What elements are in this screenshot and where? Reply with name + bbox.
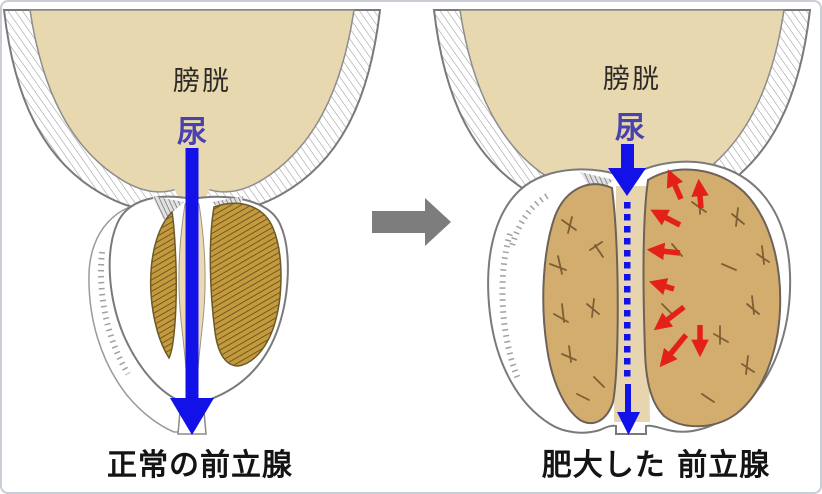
wide-down-arrow-icon [170,148,214,435]
bladder-neck-muscle-left [152,196,184,220]
prostate-right-lobe-enlarged [642,168,782,428]
urine-label: 尿 [177,115,207,150]
urethra-narrowed [614,186,650,422]
right-arrow-icon [372,198,451,246]
panel-caption-enlarged: 肥大した 前立腺 [542,448,770,483]
normal-prostate-panel: 膀胱 尿 正常の前立腺 [2,9,382,483]
panel-caption-normal: 正常の前立腺 [107,448,293,483]
bladder-neck-muscle-left [580,172,614,194]
red-compression-arrow-icons [646,169,709,368]
dotted-restricted-down-arrow-icon [608,144,646,435]
dotted-flow-line [624,202,631,377]
prostate-right-lobe [209,202,282,367]
bladder-label: 膀胱 [603,64,661,95]
prostate-left-lobe [149,210,177,360]
bladder-label: 膀胱 [173,66,231,97]
enlarged-prostate-panel: 膀胱 尿 肥大した 前立腺 [432,9,812,483]
enlarged-lobes [542,168,782,428]
urine-label: 尿 [615,111,645,146]
weak-stream-arrow [617,384,640,435]
